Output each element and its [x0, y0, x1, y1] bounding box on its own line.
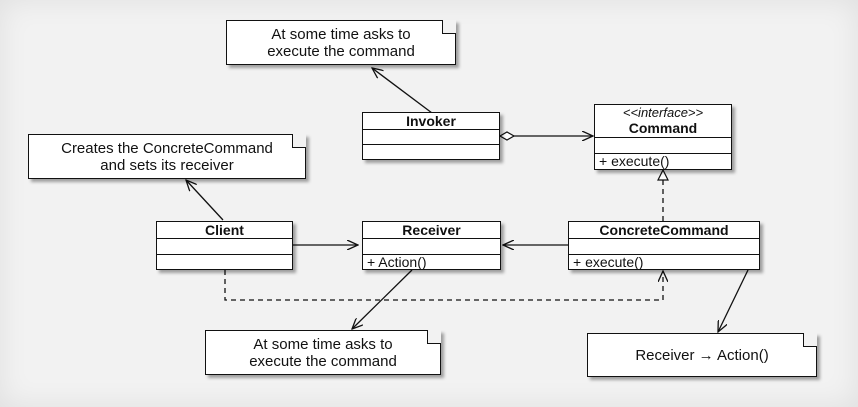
receiver-note: At some time asks to execute the command: [205, 329, 442, 375]
concrete-command-class: ConcreteCommand + execute(): [568, 221, 760, 270]
invoker-note-link: [372, 68, 433, 114]
concrete-note-text: Receiver → Action(): [635, 346, 769, 364]
client-note-line1: Creates the ConcreteCommand: [61, 139, 273, 157]
receiver-class: Receiver + Action(): [362, 221, 501, 270]
client-class: Client: [156, 221, 293, 270]
note-fold: [427, 329, 442, 344]
receiver-attributes: [363, 239, 500, 255]
receiver-note-line1: At some time asks to: [253, 335, 393, 353]
command-method: + execute(): [599, 153, 670, 169]
invoker-class: Invoker: [362, 112, 500, 160]
invoker-note-line2: execute the command: [267, 42, 415, 60]
command-class-name: Command: [628, 120, 698, 136]
note-fold: [292, 133, 307, 148]
client-attributes: [157, 239, 292, 255]
invoker-note: At some time asks to execute the command: [226, 19, 457, 65]
command-stereotype: <<interface>>: [622, 105, 704, 120]
concrete-command-method: + execute(): [573, 254, 644, 270]
command-class: <<interface>> Command + execute(): [594, 104, 732, 170]
receiver-note-link: [352, 269, 413, 329]
note-fold: [803, 332, 818, 347]
concrete-note: Receiver → Action(): [587, 332, 818, 377]
command-attributes: [595, 138, 731, 154]
client-note: Creates the ConcreteCommand and sets its…: [28, 133, 307, 179]
client-class-name: Client: [157, 222, 292, 239]
invoker-note-line1: At some time asks to: [271, 25, 411, 43]
receiver-note-line2: execute the command: [249, 352, 397, 370]
invoker-class-name: Invoker: [363, 113, 499, 130]
client-note-line2: and sets its receiver: [100, 156, 234, 174]
command-class-header: <<interface>> Command: [595, 105, 731, 138]
client-operations: [157, 255, 292, 269]
concrete-command-attributes: [569, 239, 759, 255]
concrete-command-class-name: ConcreteCommand: [569, 222, 759, 239]
receiver-class-name: Receiver: [363, 222, 500, 239]
receiver-method: + Action(): [367, 254, 427, 270]
concrete-note-link: [718, 269, 749, 332]
note-fold: [442, 19, 457, 34]
invoker-operations: [363, 145, 499, 159]
client-concrete-dependency: [224, 270, 663, 301]
invoker-attributes: [363, 130, 499, 145]
client-note-link: [186, 180, 224, 221]
